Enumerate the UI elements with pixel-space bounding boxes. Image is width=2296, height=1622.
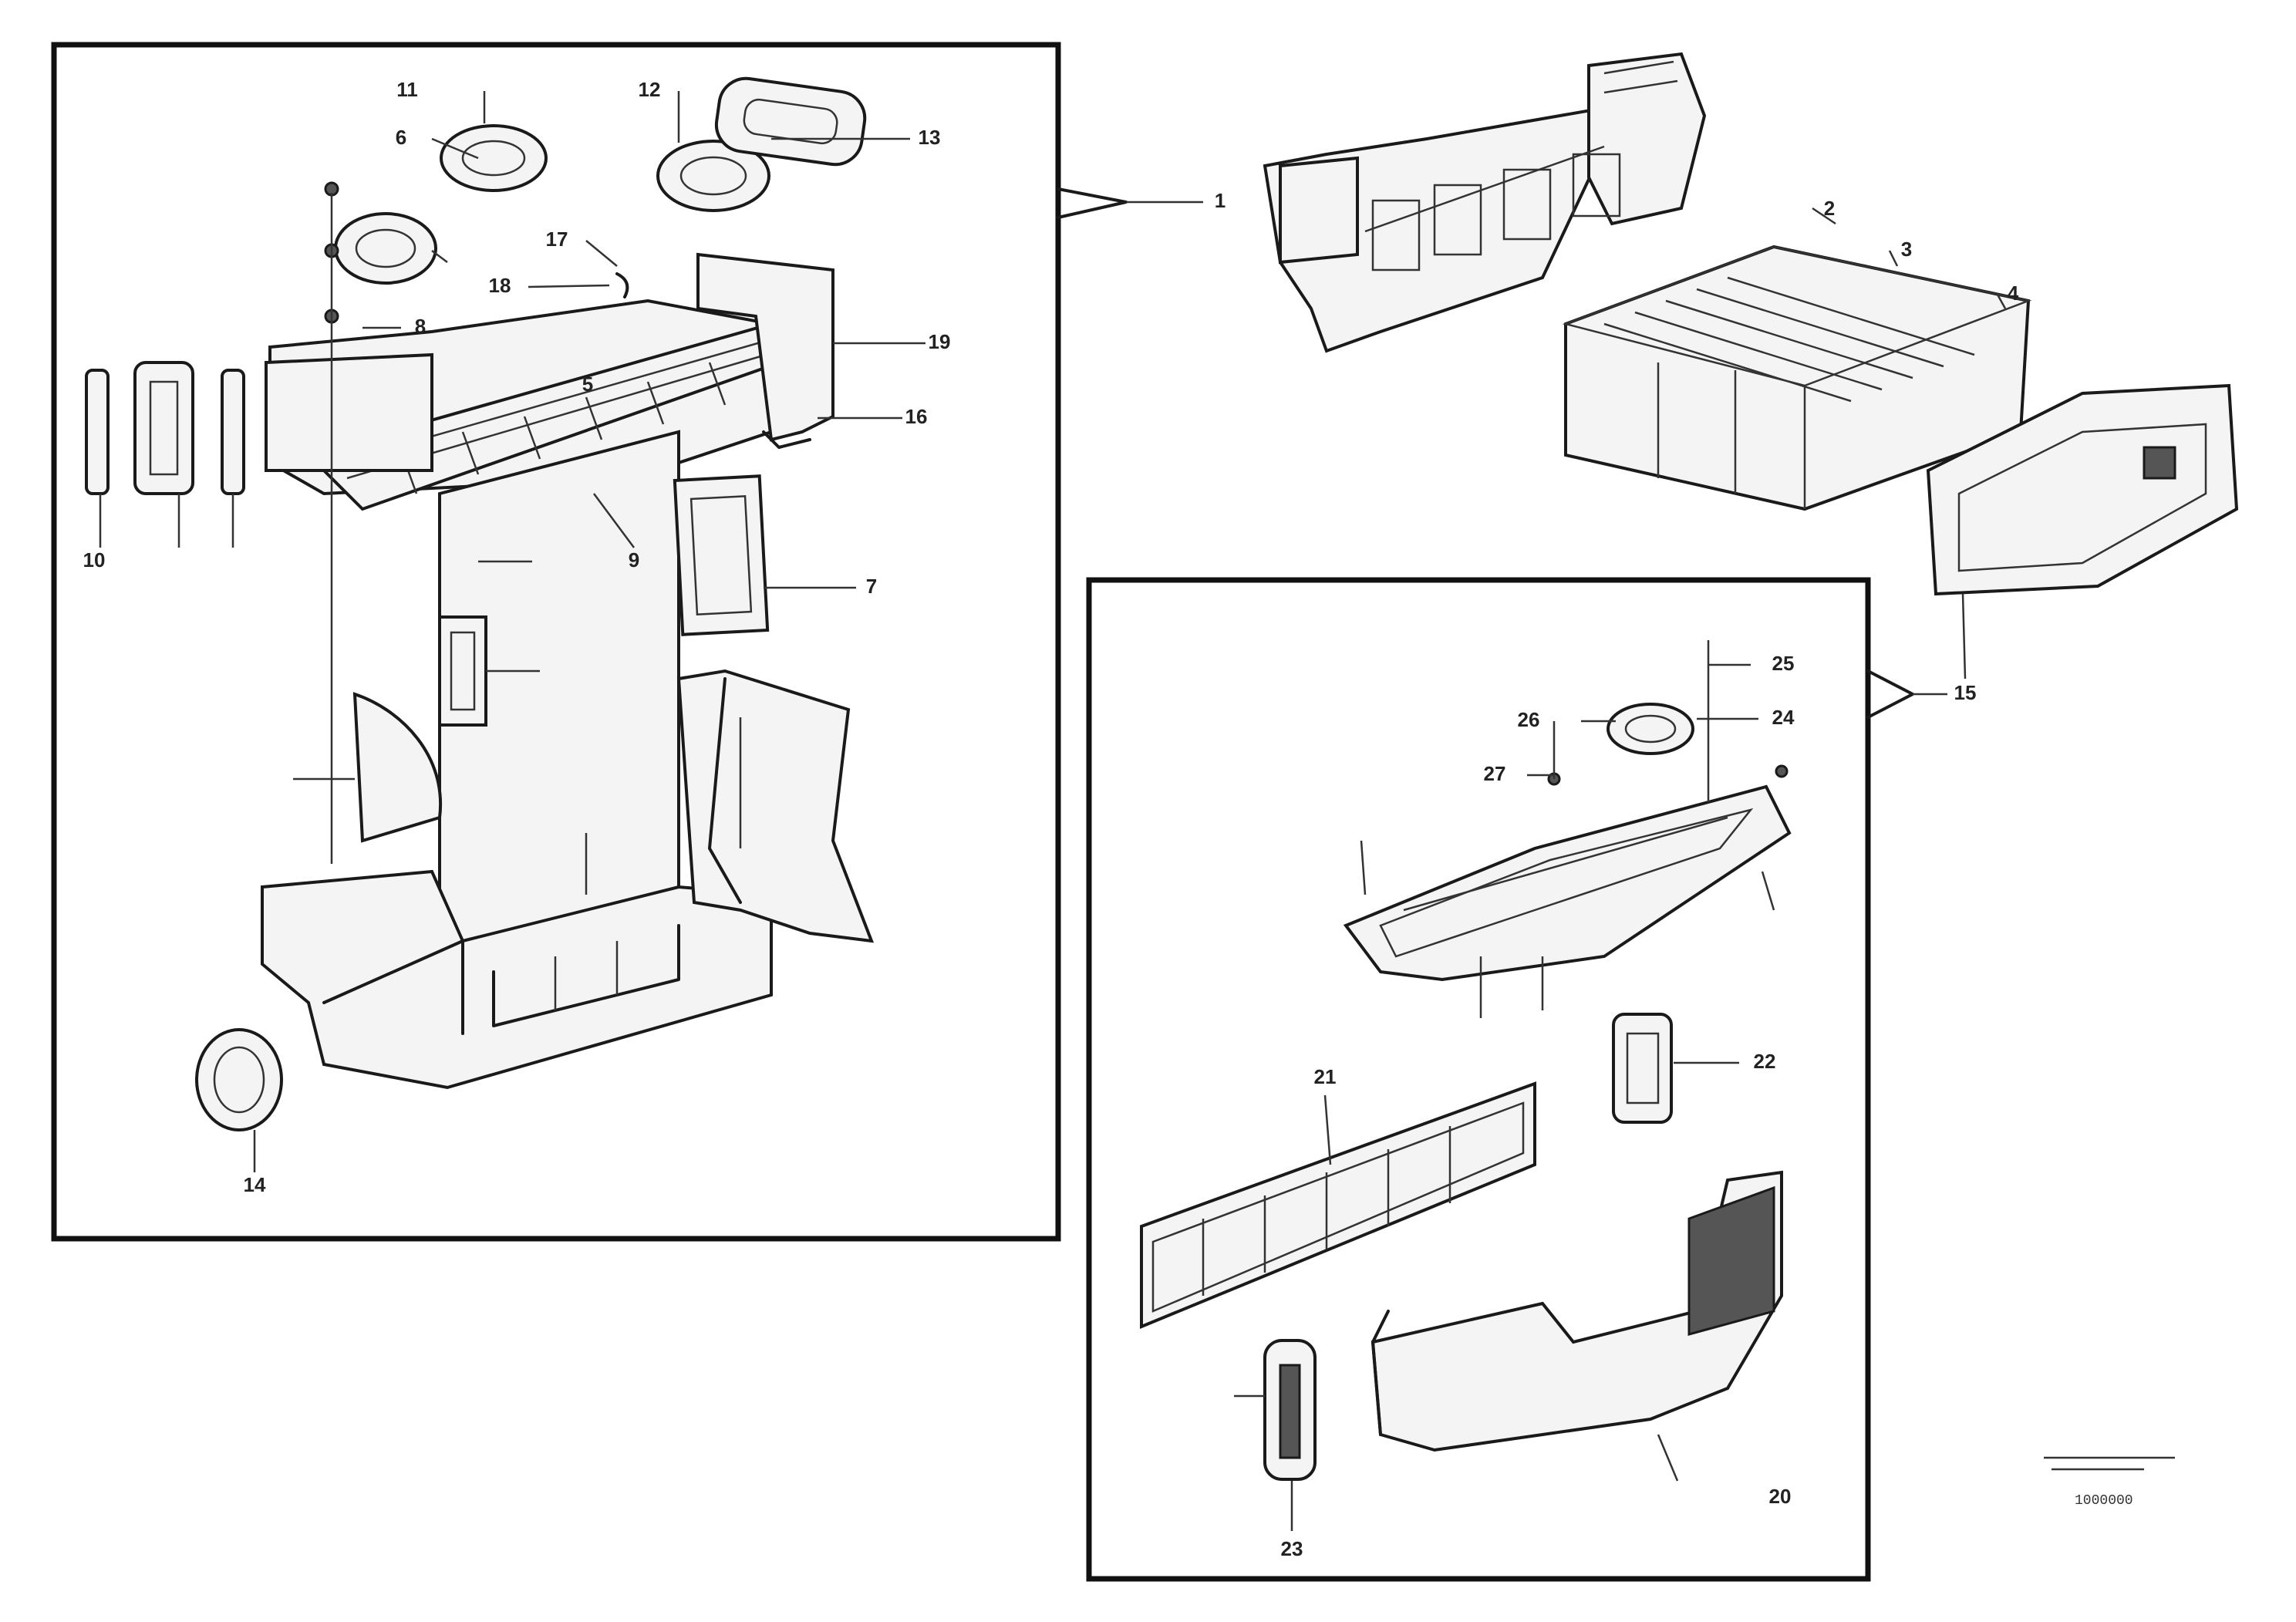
- callout-c26: 26: [1518, 708, 1540, 731]
- intake-housing-assembly: [85, 76, 925, 1172]
- callout-c27: 27: [1484, 762, 1506, 785]
- callout-c3: 3: [1901, 238, 1912, 261]
- callout-c25: 25: [1772, 652, 1795, 675]
- callout-c12: 12: [639, 78, 661, 101]
- right-detail-frame: [1086, 577, 1947, 1582]
- callout-c23: 23: [1281, 1537, 1303, 1560]
- cooler-detail-assembly: [1140, 640, 2175, 1531]
- callout-c17: 17: [546, 228, 568, 251]
- callout-c13: 13: [919, 126, 941, 149]
- callout-c22: 22: [1754, 1050, 1776, 1073]
- callout-c9: 9: [629, 548, 639, 572]
- callout-c10: 10: [83, 548, 106, 572]
- callout-c6: 6: [396, 126, 406, 149]
- callout-c7: 7: [866, 575, 877, 598]
- callout-c2: 2: [1824, 197, 1835, 220]
- callout-c18: 18: [489, 274, 511, 297]
- callout-c11: 11: [396, 78, 418, 101]
- callout-c19: 19: [929, 330, 951, 353]
- reference-code: 1000000: [2075, 1493, 2133, 1509]
- assembled-overview: [1263, 52, 2239, 679]
- callout-c16: 16: [905, 405, 928, 428]
- callout-c20: 20: [1769, 1485, 1792, 1508]
- callout-c5: 5: [582, 373, 593, 396]
- callout-c8: 8: [415, 315, 426, 338]
- callout-c14: 14: [244, 1173, 266, 1196]
- callout-c15: 15: [1954, 681, 1977, 704]
- callout-c24: 24: [1772, 706, 1795, 729]
- callout-c4: 4: [2008, 282, 2019, 305]
- left-detail-frame: [51, 42, 1203, 1242]
- callout-c1: 1: [1215, 189, 1226, 212]
- callout-c21: 21: [1314, 1065, 1337, 1088]
